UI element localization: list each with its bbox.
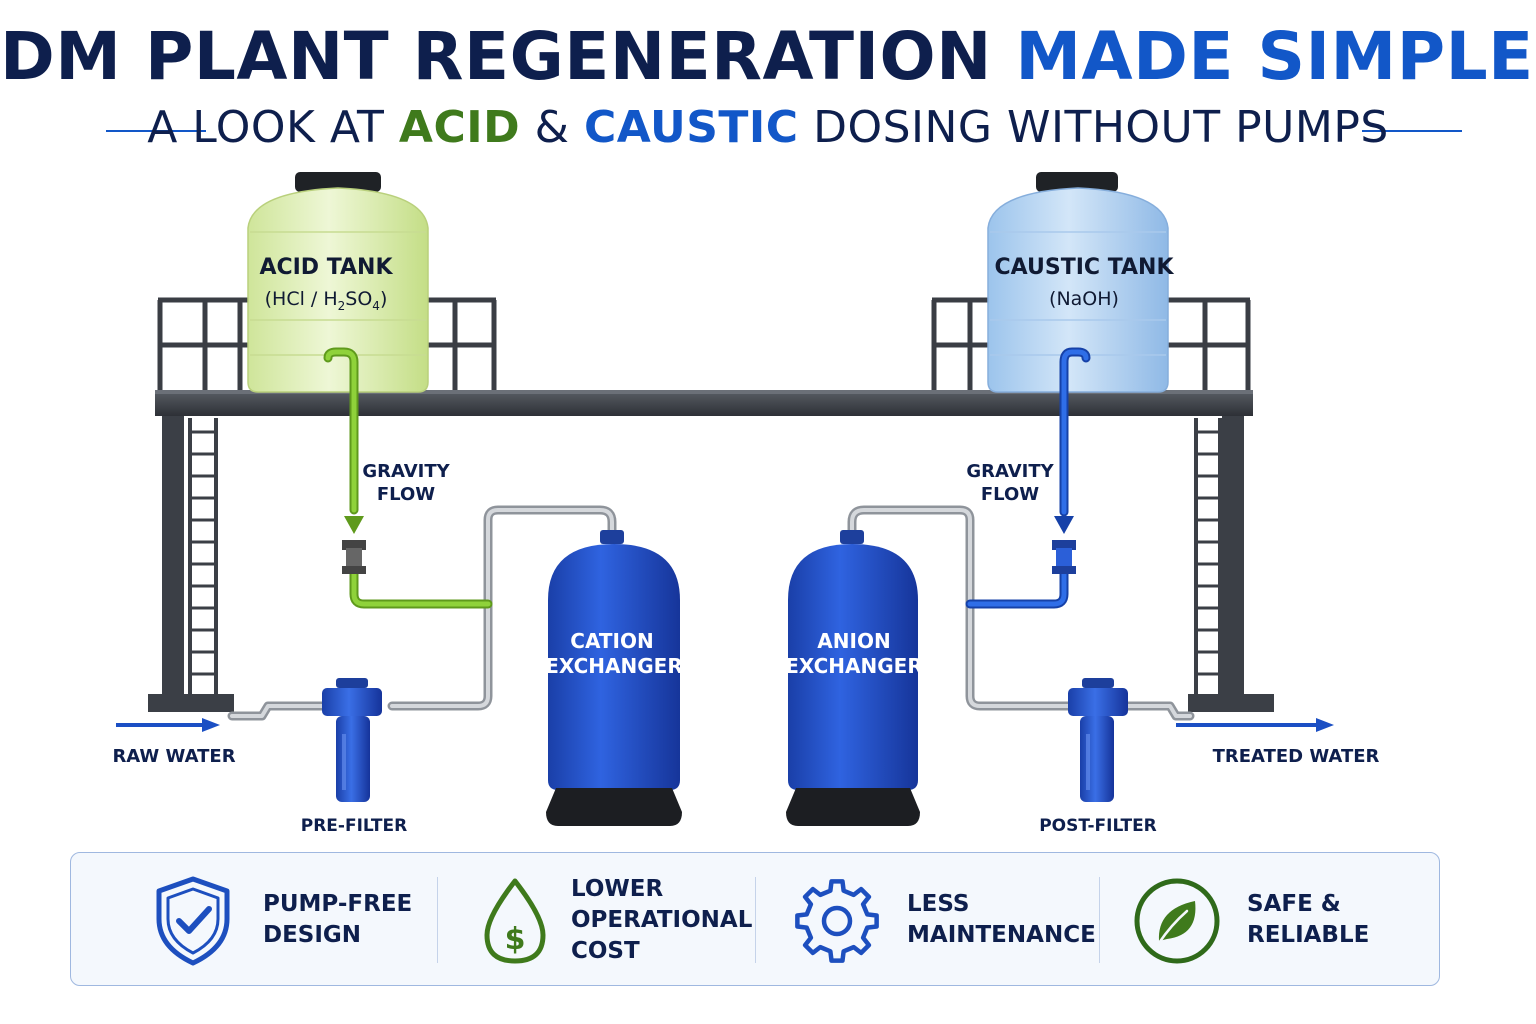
subtitle-part-2: DOSING WITHOUT PUMPS bbox=[813, 102, 1389, 153]
benefit-text-4: SAFE & RELIABLE bbox=[1247, 891, 1370, 948]
raw-water-arrow bbox=[116, 718, 220, 732]
subtitle-acid: ACID bbox=[398, 102, 521, 153]
subtitle-rule-right bbox=[1362, 130, 1462, 132]
dollar-drop-icon: $ bbox=[484, 878, 546, 964]
gravity-flow-label-right: GRAVITY bbox=[966, 461, 1054, 482]
benefit-text-1: PUMP-FREE DESIGN bbox=[263, 891, 413, 948]
water-piping bbox=[227, 505, 1195, 721]
raw-water-label: RAW WATER bbox=[112, 746, 235, 767]
anion-exchanger-label-1: ANION bbox=[817, 629, 890, 653]
acid-dosing-line bbox=[323, 347, 493, 609]
shield-check-icon bbox=[156, 876, 230, 966]
subtitle-amp: & bbox=[534, 102, 570, 153]
page-title: DM PLANT REGENERATION MADE SIMPLE: bbox=[0, 18, 1536, 95]
caustic-tank: CAUSTIC TANK (NaOH) bbox=[987, 172, 1175, 393]
gravity-flow-label-left: GRAVITY bbox=[362, 461, 450, 482]
acid-tank-chemical: (HCl / H2SO4) bbox=[265, 288, 388, 313]
benefits-panel: PUMP-FREE DESIGN $ LOWER OPERATIONAL COS… bbox=[70, 852, 1440, 986]
divider bbox=[437, 877, 438, 963]
subtitle-rule-left bbox=[106, 130, 206, 132]
steel-platform bbox=[148, 297, 1274, 712]
title-part-2: MADE SIMPLE: bbox=[1015, 18, 1536, 95]
caustic-tank-label: CAUSTIC TANK bbox=[995, 255, 1175, 280]
gravity-flow-label-left-2: FLOW bbox=[377, 484, 435, 505]
divider bbox=[755, 877, 756, 963]
subtitle-row: A LOOK AT ACID & CAUSTIC DOSING WITHOUT … bbox=[0, 102, 1536, 162]
title-part-1: DM PLANT REGENERATION bbox=[0, 18, 992, 95]
anion-exchanger-label-2: EXCHANGER bbox=[785, 654, 922, 678]
post-filter-label: POST-FILTER bbox=[1039, 816, 1157, 836]
gravity-flow-label-right-2: FLOW bbox=[981, 484, 1039, 505]
acid-tank: ACID TANK (HCl / H2SO4) bbox=[247, 172, 429, 393]
pre-filter-label: PRE-FILTER bbox=[301, 816, 407, 836]
caustic-tank-chemical: (NaOH) bbox=[1049, 288, 1119, 310]
cation-exchanger-label-1: CATION bbox=[570, 629, 653, 653]
treated-water-arrow bbox=[1176, 718, 1334, 732]
treated-water-label: TREATED WATER bbox=[1213, 746, 1380, 767]
benefit-text-3: LESS MAINTENANCE bbox=[907, 891, 1096, 948]
acid-tank-label: ACID TANK bbox=[259, 255, 393, 280]
subtitle-part-1: A LOOK AT bbox=[147, 102, 385, 153]
pre-filter bbox=[322, 678, 382, 802]
caustic-valve bbox=[1052, 540, 1076, 574]
svg-text:$: $ bbox=[505, 922, 526, 957]
benefit-text-2: LOWER OPERATIONAL COST bbox=[571, 875, 753, 964]
leaf-icon bbox=[1134, 878, 1220, 964]
anion-exchanger: ANION EXCHANGER bbox=[785, 530, 923, 826]
gear-icon bbox=[795, 879, 879, 963]
caustic-dosing-line bbox=[965, 347, 1091, 609]
subtitle-caustic: CAUSTIC bbox=[583, 102, 799, 153]
cation-exchanger: CATION EXCHANGER bbox=[545, 530, 683, 826]
post-filter bbox=[1068, 678, 1128, 802]
subtitle: A LOOK AT ACID & CAUSTIC DOSING WITHOUT … bbox=[0, 102, 1536, 153]
cation-exchanger-label-2: EXCHANGER bbox=[545, 654, 682, 678]
acid-valve bbox=[342, 540, 366, 574]
divider bbox=[1099, 877, 1100, 963]
